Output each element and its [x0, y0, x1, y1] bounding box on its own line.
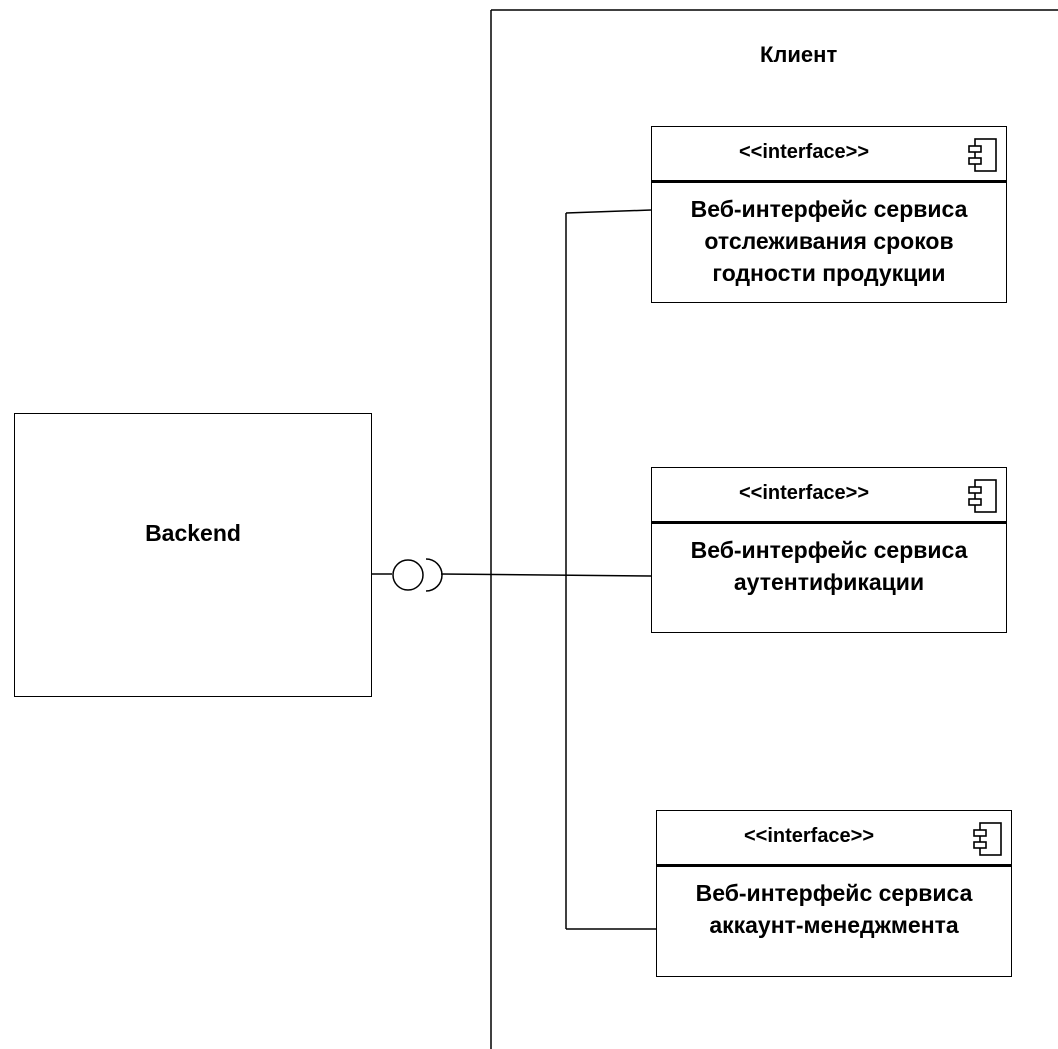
component-icon	[973, 822, 1002, 856]
component-name-line: Веб-интерфейс сервиса	[695, 880, 973, 906]
component-header: <<interface>>	[652, 468, 1006, 524]
component-expiry-tracking[interactable]: <<interface>> Веб-интерфейс сервиса отсл…	[651, 126, 1007, 303]
component-name-line: аккаунт-менеджмента	[709, 912, 959, 938]
connector-to-component-1	[565, 209, 652, 214]
component-name-line: Веб-интерфейс сервиса	[690, 537, 968, 563]
stereotype-label: <<interface>>	[738, 141, 870, 163]
component-name: Веб-интерфейс сервиса аутентификации	[652, 534, 1006, 598]
component-name-line: аутентификации	[733, 569, 925, 595]
component-icon	[968, 138, 997, 172]
component-header: <<interface>>	[652, 127, 1006, 183]
backend-box[interactable]: Backend	[14, 413, 372, 697]
provided-interface-ball-icon	[392, 559, 424, 591]
client-title: Клиент	[760, 42, 838, 67]
component-name: Веб-интерфейс сервиса отслеживания сроко…	[652, 193, 1006, 289]
component-name-line: Веб-интерфейс сервиса	[690, 196, 968, 222]
connector-to-component-2	[440, 573, 652, 577]
stereotype-label: <<interface>>	[743, 825, 875, 847]
component-name-line: годности продукции	[712, 260, 946, 286]
backend-title: Backend	[145, 520, 241, 546]
component-authentication[interactable]: <<interface>> Веб-интерфейс сервиса ауте…	[651, 467, 1007, 633]
required-interface-socket-icon	[425, 558, 443, 592]
stereotype-label: <<interface>>	[738, 482, 870, 504]
component-name-line: отслеживания сроков	[704, 228, 954, 254]
component-account-management[interactable]: <<interface>> Веб-интерфейс сервиса акка…	[656, 810, 1012, 977]
component-icon	[968, 479, 997, 513]
component-header: <<interface>>	[657, 811, 1011, 867]
component-name: Веб-интерфейс сервиса аккаунт-менеджмент…	[657, 877, 1011, 941]
